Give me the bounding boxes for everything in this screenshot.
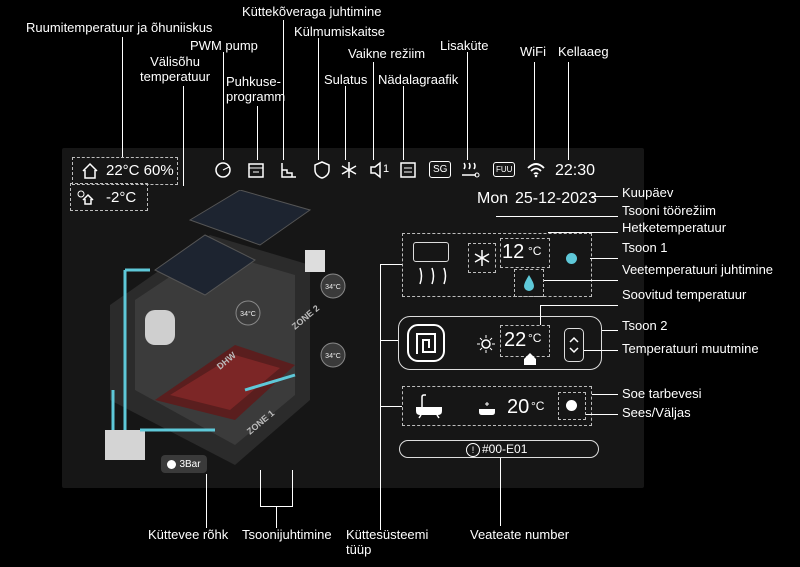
dhw-box	[402, 386, 592, 426]
zone2-unit: °C	[528, 331, 542, 345]
water-temp-box	[514, 269, 544, 297]
gauge-icon	[167, 459, 177, 469]
warning-icon: !	[466, 443, 480, 457]
callout-zone-control: Tsoonijuhtimine	[242, 527, 332, 542]
callout-weekly-schedule: Nädalagraafik	[378, 72, 459, 87]
callout-clock: Kellaaeg	[558, 44, 609, 59]
snowflake-icon	[339, 160, 359, 180]
home-icon	[80, 161, 100, 181]
date-text: 25-12-2023	[515, 190, 597, 207]
shield-icon	[312, 160, 332, 180]
zone2-panel	[398, 316, 602, 370]
bath-icon[interactable]	[414, 393, 444, 419]
callout-zone1: Tsoon 1	[622, 240, 668, 255]
callout-extra-heater: Lisaküte	[440, 38, 489, 53]
temp-stepper[interactable]	[564, 328, 584, 362]
room-reading-box	[72, 157, 178, 185]
sg-icon: SG	[429, 161, 452, 178]
zone1-status-dot	[566, 253, 577, 264]
pressure-badge[interactable]: 3Bar	[161, 455, 207, 473]
callout-heating-system-type: Küttesüsteemi tüüp	[346, 527, 429, 557]
callout-error-code-number: Veateate number	[470, 527, 570, 542]
callout-outdoor-temp: Välisõhu temperatuur	[140, 54, 211, 84]
callout-date: Kuupäev	[622, 185, 674, 200]
zone-mode-box	[468, 243, 496, 273]
zone1-box	[402, 233, 592, 297]
airflow-icon	[419, 267, 447, 285]
silent-level: 1	[383, 163, 390, 175]
extra-heater-icon	[460, 160, 480, 180]
floor-heating-icon[interactable]	[405, 322, 447, 364]
callout-wifi: WiFi	[520, 44, 546, 59]
sun-icon[interactable]	[476, 334, 496, 354]
callout-vacation-program: Puhkuse- programm	[226, 74, 286, 104]
current-temp-box	[500, 238, 550, 268]
callout-pwm-pump: PWM pump	[190, 38, 258, 53]
callout-zone-mode: Tsooni töörežiim	[622, 203, 716, 218]
desired-temp-box	[500, 325, 550, 357]
zone1-unit: °C	[528, 244, 542, 258]
callout-heating-pressure: Küttevee rõhk	[148, 527, 229, 542]
dhw-toggle-box	[558, 392, 586, 420]
outdoor-reading: -2°C	[106, 189, 137, 206]
callout-defrost: Sulatus	[324, 72, 368, 87]
callout-water-temp-control: Veetemperatuuri juhtimine	[622, 262, 774, 277]
house-temp-right: 34°C	[325, 352, 341, 360]
house-illustration: 34°C 34°C 34°C ZONE 2 ZONE 1 DHW	[105, 190, 346, 465]
clock-time: 22:30	[555, 162, 596, 179]
dhw-temp: 20	[507, 396, 530, 418]
zone2-temp: 22	[504, 329, 527, 351]
outdoor-reading-box	[70, 183, 148, 211]
callout-heating-curve: Küttekõveraga juhtimine	[242, 4, 382, 19]
callout-desired-temp: Soovitud temperatuur	[622, 287, 747, 302]
callout-room-temp-humidity: Ruumitemperatuur ja õhuniiskus	[26, 20, 213, 35]
fuu-icon: FUU	[493, 162, 516, 177]
house-temp-top: 34°C	[325, 283, 341, 291]
dhw-unit: °C	[531, 399, 545, 413]
chevron-up-down-icon	[569, 336, 579, 354]
callout-dhw: Soe tarbevesi	[622, 386, 702, 401]
callout-on-off: Sees/Väljas	[622, 405, 691, 420]
drop-icon[interactable]	[519, 273, 539, 293]
ac-unit-icon[interactable]	[413, 242, 449, 262]
home-indicator-icon	[523, 352, 537, 366]
callout-frost-protection: Külmumiskaitse	[294, 24, 386, 39]
error-code: #00-E01	[482, 442, 528, 456]
house-temp-mid: 34°C	[240, 310, 256, 318]
heating-curve-icon	[279, 160, 299, 180]
schedule-icon	[398, 160, 418, 180]
callout-zone2: Tsoon 2	[622, 318, 668, 333]
speaker-icon	[368, 160, 388, 180]
callout-current-temp: Hetketemperatuur	[622, 220, 727, 235]
error-bar[interactable]	[399, 440, 599, 458]
cooling-mode-icon[interactable]	[472, 248, 492, 268]
outdoor-home-icon	[75, 187, 95, 207]
calendar-icon	[246, 160, 266, 180]
callout-temp-change: Temperatuuri muutmine	[622, 341, 759, 356]
room-reading: 22°C 60%	[106, 162, 174, 179]
day-name: Mon	[477, 190, 509, 207]
zone1-temp: 12	[502, 241, 525, 263]
wifi-icon	[526, 160, 546, 180]
pump-icon	[213, 160, 233, 180]
dhw-on-off-toggle[interactable]	[566, 400, 577, 411]
dhw-heat-icon	[477, 399, 497, 419]
callout-silent-mode: Vaikne režiim	[348, 46, 426, 61]
